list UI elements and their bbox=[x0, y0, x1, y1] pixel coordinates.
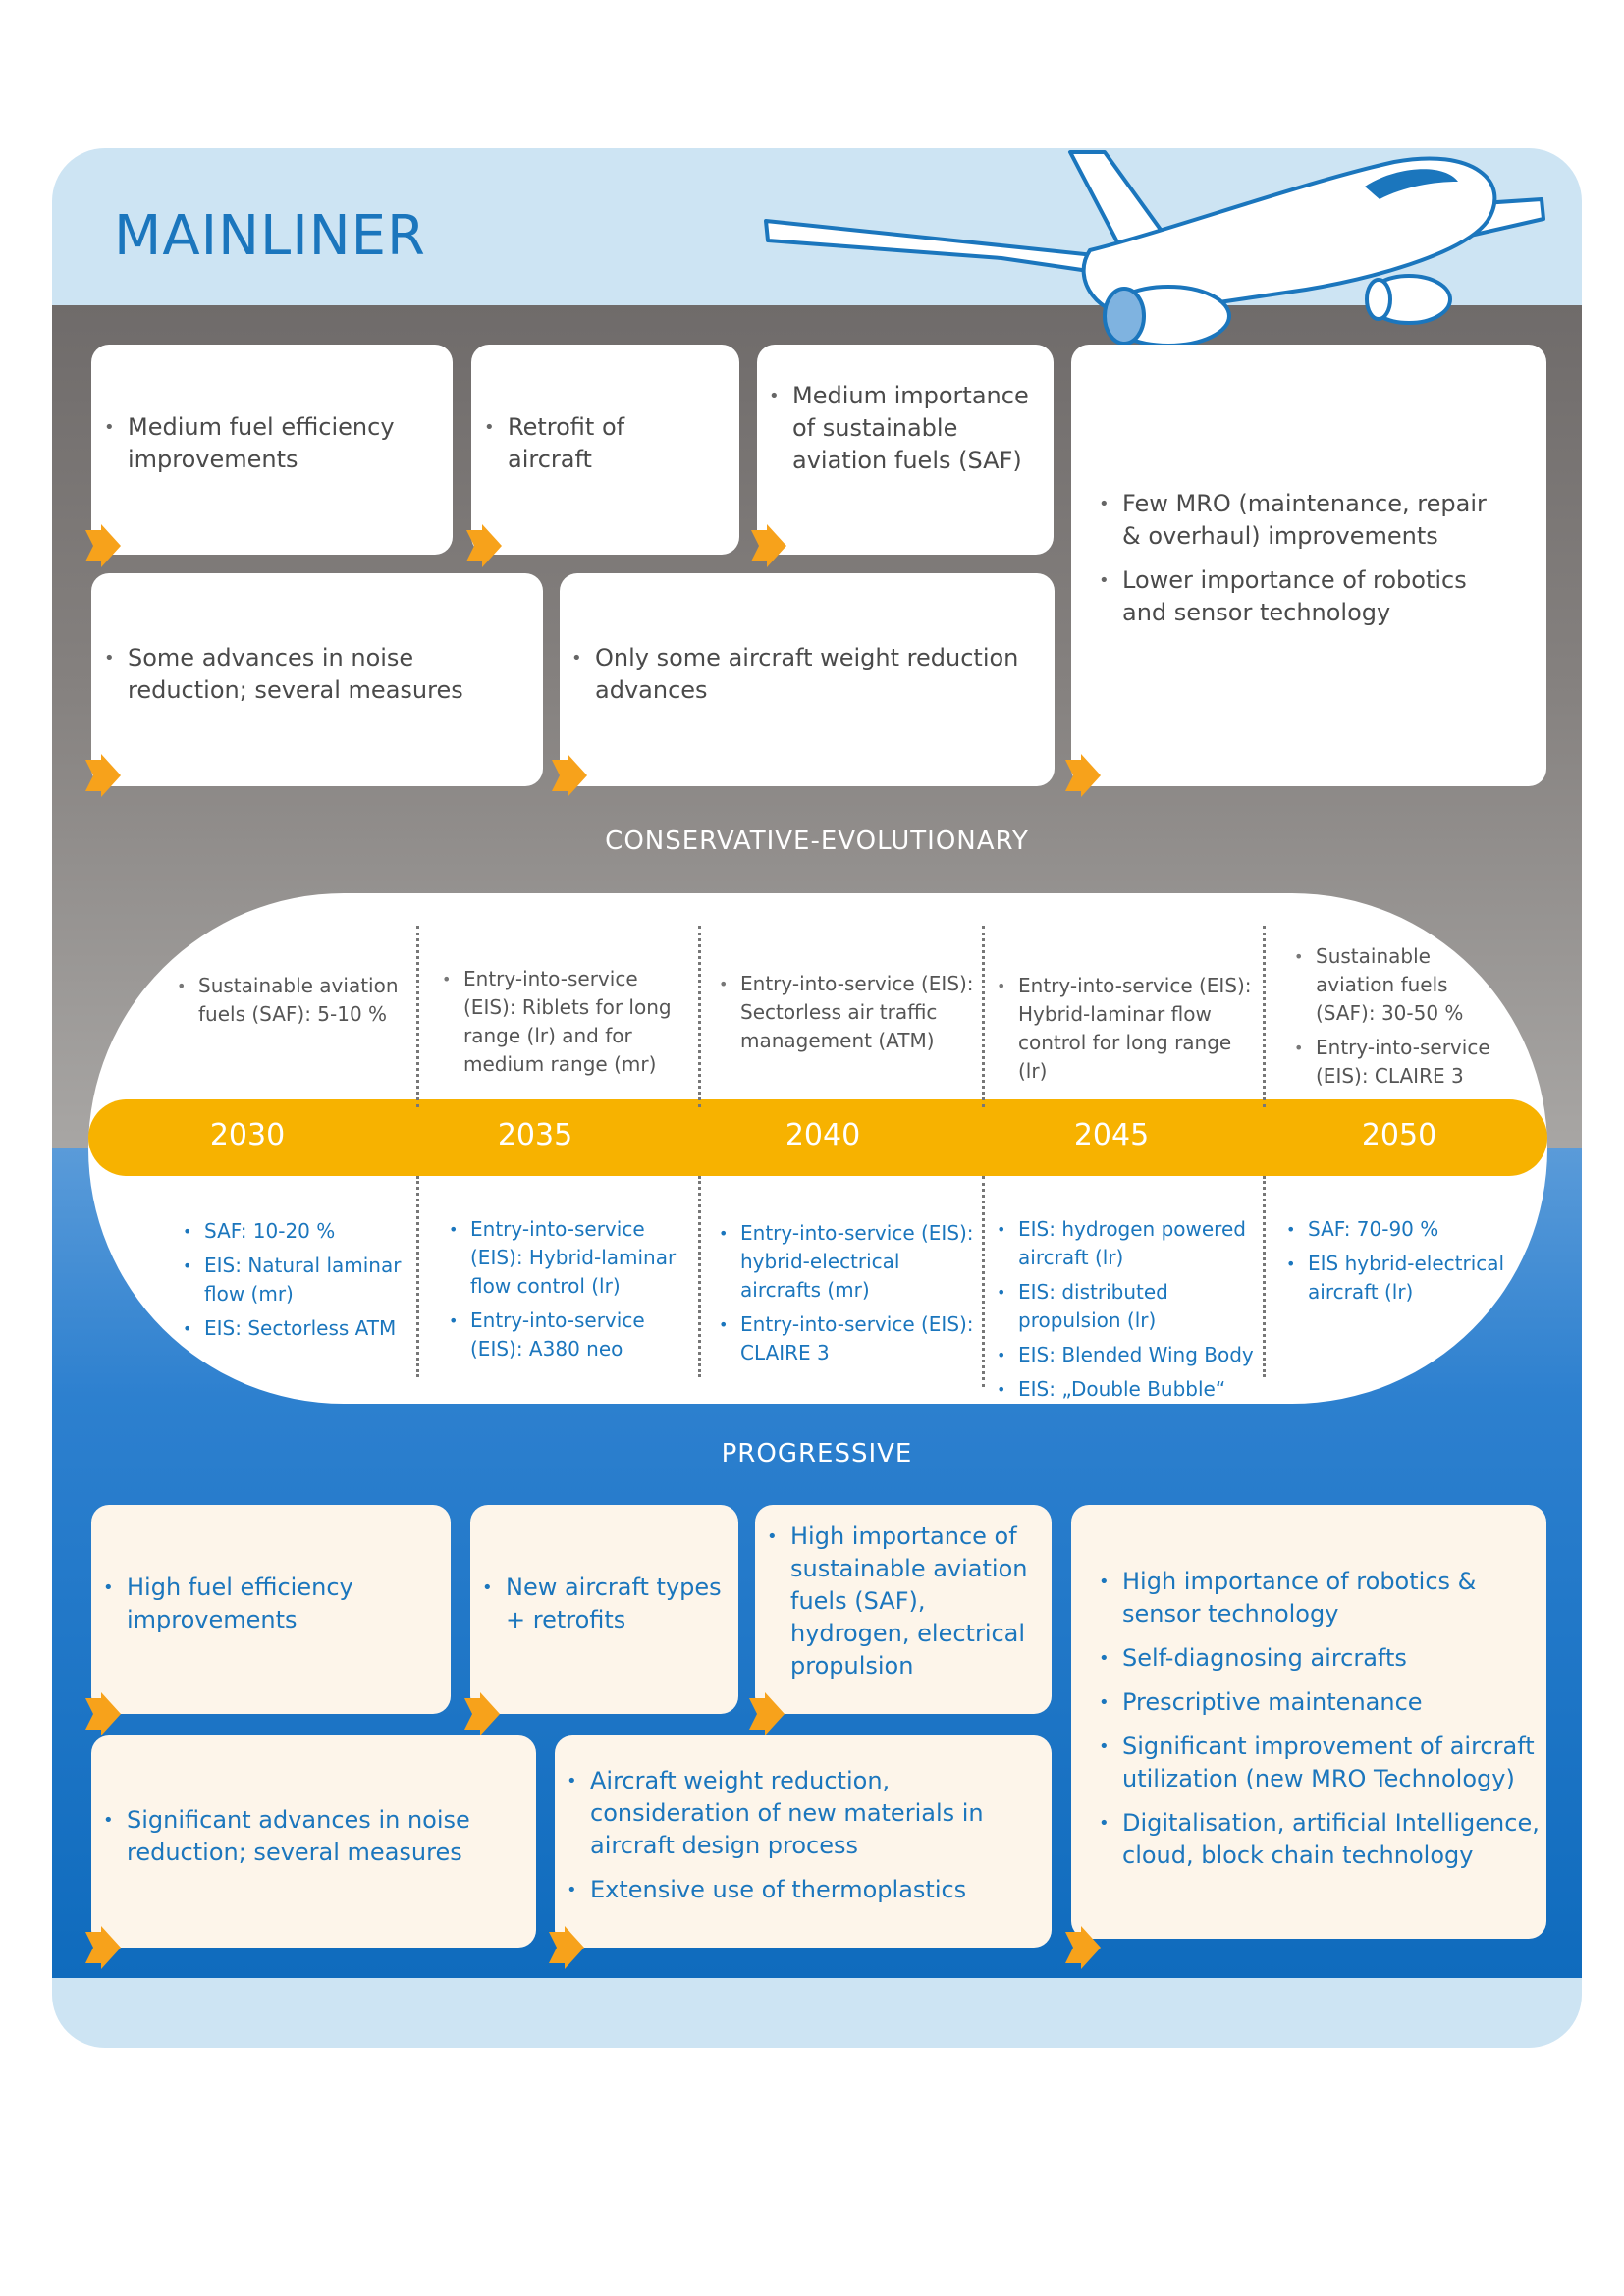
prog-item: Significant improvement of aircraft util… bbox=[1099, 1731, 1541, 1795]
timeline-item: Entry-into-service (EIS): Hybrid-laminar… bbox=[997, 972, 1257, 1086]
prog-item: High importance of robotics & sensor tec… bbox=[1099, 1566, 1541, 1630]
timeline-prog-2040: Entry-into-service (EIS): hybrid-electri… bbox=[719, 1219, 979, 1373]
year-2050: 2050 bbox=[1361, 1118, 1437, 1152]
arrow-right-icon bbox=[85, 1926, 121, 1969]
timeline-cons-2030: Sustainable aviation fuels (SAF): 5-10 % bbox=[177, 972, 403, 1035]
cons-item: Some advances in noise reduction; severa… bbox=[104, 642, 536, 707]
timeline-item: Entry-into-service (EIS): A380 neo bbox=[449, 1307, 689, 1363]
timeline-bar bbox=[88, 1099, 1547, 1176]
timeline-prog-2050: SAF: 70-90 % EIS hybrid-electrical aircr… bbox=[1286, 1215, 1522, 1312]
cons-box-weight: Only some aircraft weight reduction adva… bbox=[560, 573, 1055, 786]
timeline-cons-2040: Entry-into-service (EIS): Sectorless air… bbox=[719, 970, 979, 1061]
timeline-item: Entry-into-service (EIS): hybrid-electri… bbox=[719, 1219, 979, 1305]
arrow-right-icon bbox=[466, 524, 502, 567]
cons-box-mro: Few MRO (maintenance, repair & overhaul)… bbox=[1071, 345, 1546, 786]
prog-box-saf: High importance of sustainable aviation … bbox=[755, 1505, 1052, 1714]
arrow-right-icon bbox=[85, 1692, 121, 1735]
timeline-divider bbox=[416, 1176, 419, 1377]
timeline-item: SAF: 70-90 % bbox=[1286, 1215, 1522, 1244]
year-2040: 2040 bbox=[785, 1118, 861, 1152]
prog-box-robotics: High importance of robotics & sensor tec… bbox=[1071, 1505, 1546, 1939]
timeline-item: SAF: 10-20 % bbox=[183, 1217, 408, 1246]
timeline-item: Sustainable aviation fuels (SAF): 30-50 … bbox=[1294, 942, 1505, 1028]
cons-item: Medium importance of sustainable aviatio… bbox=[769, 380, 1052, 477]
cons-box-retrofit: Retrofit of aircraft bbox=[471, 345, 739, 555]
timeline-item: EIS: Blended Wing Body bbox=[997, 1341, 1262, 1369]
cons-box-noise: Some advances in noise reduction; severa… bbox=[91, 573, 543, 786]
timeline-prog-2035: Entry-into-service (EIS): Hybrid-laminar… bbox=[449, 1215, 689, 1369]
timeline-cons-2035: Entry-into-service (EIS): Riblets for lo… bbox=[442, 965, 682, 1085]
timeline-item: Entry-into-service (EIS): Hybrid-laminar… bbox=[449, 1215, 689, 1301]
page-title: MAINLINER bbox=[114, 204, 426, 268]
arrow-right-icon bbox=[549, 1926, 584, 1969]
cons-item: Retrofit of aircraft bbox=[484, 411, 680, 476]
timeline-divider bbox=[416, 926, 419, 1107]
airplane-icon bbox=[764, 150, 1545, 347]
timeline-item: EIS: hydrogen powered aircraft (lr) bbox=[997, 1215, 1262, 1272]
prog-box-aircraft-types: New aircraft types + retrofits bbox=[470, 1505, 738, 1714]
arrow-right-icon bbox=[749, 1692, 785, 1735]
timeline-prog-2045: EIS: hydrogen powered aircraft (lr) EIS:… bbox=[997, 1215, 1262, 1410]
prog-item: Self-diagnosing aircrafts bbox=[1099, 1642, 1541, 1675]
timeline-item: Entry-into-service (EIS): Riblets for lo… bbox=[442, 965, 682, 1079]
prog-item: Significant advances in noise reduction;… bbox=[103, 1804, 525, 1869]
year-2045: 2045 bbox=[1073, 1118, 1150, 1152]
prog-item: Digitalisation, artificial Intelligence,… bbox=[1099, 1807, 1541, 1872]
prog-item: New aircraft types + retrofits bbox=[482, 1572, 737, 1636]
arrow-right-icon bbox=[1065, 1926, 1101, 1969]
prog-item: Aircraft weight reduction, consideration… bbox=[567, 1765, 1048, 1862]
year-2030: 2030 bbox=[209, 1118, 286, 1152]
timeline-item: EIS hybrid-electrical aircraft (lr) bbox=[1286, 1250, 1522, 1307]
timeline-item: EIS: Sectorless ATM bbox=[183, 1314, 408, 1343]
arrow-right-icon bbox=[85, 754, 121, 797]
progressive-label: PROGRESSIVE bbox=[721, 1439, 913, 1468]
year-2035: 2035 bbox=[497, 1118, 573, 1152]
arrow-right-icon bbox=[464, 1692, 500, 1735]
cons-box-fuel-efficiency: Medium fuel efficiency improvements bbox=[91, 345, 453, 555]
prog-item: Extensive use of thermoplastics bbox=[567, 1874, 1048, 1906]
prog-box-fuel-efficiency: High fuel efficiency improvements bbox=[91, 1505, 451, 1714]
timeline-item: EIS: distributed propulsion (lr) bbox=[997, 1278, 1262, 1335]
arrow-right-icon bbox=[751, 524, 786, 567]
cons-item: Few MRO (maintenance, repair & overhaul)… bbox=[1099, 488, 1511, 553]
timeline-divider bbox=[982, 926, 985, 1107]
timeline-cons-2050: Sustainable aviation fuels (SAF): 30-50 … bbox=[1294, 942, 1505, 1096]
prog-item: Prescriptive maintenance bbox=[1099, 1686, 1541, 1719]
cons-item: Medium fuel efficiency improvements bbox=[104, 411, 438, 476]
prog-box-noise: Significant advances in noise reduction;… bbox=[91, 1735, 536, 1948]
conservative-label: CONSERVATIVE-EVOLUTIONARY bbox=[605, 827, 1029, 856]
prog-item: High fuel efficiency improvements bbox=[103, 1572, 437, 1636]
cons-item: Lower importance of robotics and sensor … bbox=[1099, 564, 1511, 629]
prog-item: High importance of sustainable aviation … bbox=[767, 1521, 1052, 1682]
timeline-item: Entry-into-service (EIS): CLAIRE 3 bbox=[1294, 1034, 1505, 1091]
arrow-right-icon bbox=[552, 754, 587, 797]
timeline-divider bbox=[1263, 1176, 1266, 1377]
timeline-prog-2030: SAF: 10-20 % EIS: Natural laminar flow (… bbox=[183, 1217, 408, 1349]
prog-box-weight: Aircraft weight reduction, consideration… bbox=[555, 1735, 1052, 1948]
arrow-right-icon bbox=[1065, 754, 1101, 797]
timeline-divider bbox=[698, 926, 701, 1107]
cons-item: Only some aircraft weight reduction adva… bbox=[571, 642, 1043, 707]
timeline-cons-2045: Entry-into-service (EIS): Hybrid-laminar… bbox=[997, 972, 1257, 1092]
timeline-item: Sustainable aviation fuels (SAF): 5-10 % bbox=[177, 972, 403, 1029]
timeline-divider bbox=[982, 1176, 985, 1387]
cons-box-saf: Medium importance of sustainable aviatio… bbox=[757, 345, 1054, 555]
timeline-divider bbox=[1263, 926, 1266, 1107]
timeline-divider bbox=[698, 1176, 701, 1377]
arrow-right-icon bbox=[85, 524, 121, 567]
timeline-item: Entry-into-service (EIS): Sectorless air… bbox=[719, 970, 979, 1055]
timeline-item: Entry-into-service (EIS): CLAIRE 3 bbox=[719, 1310, 979, 1367]
timeline-item: EIS: „Double Bubble“ bbox=[997, 1375, 1262, 1404]
timeline-item: EIS: Natural laminar flow (mr) bbox=[183, 1252, 408, 1308]
